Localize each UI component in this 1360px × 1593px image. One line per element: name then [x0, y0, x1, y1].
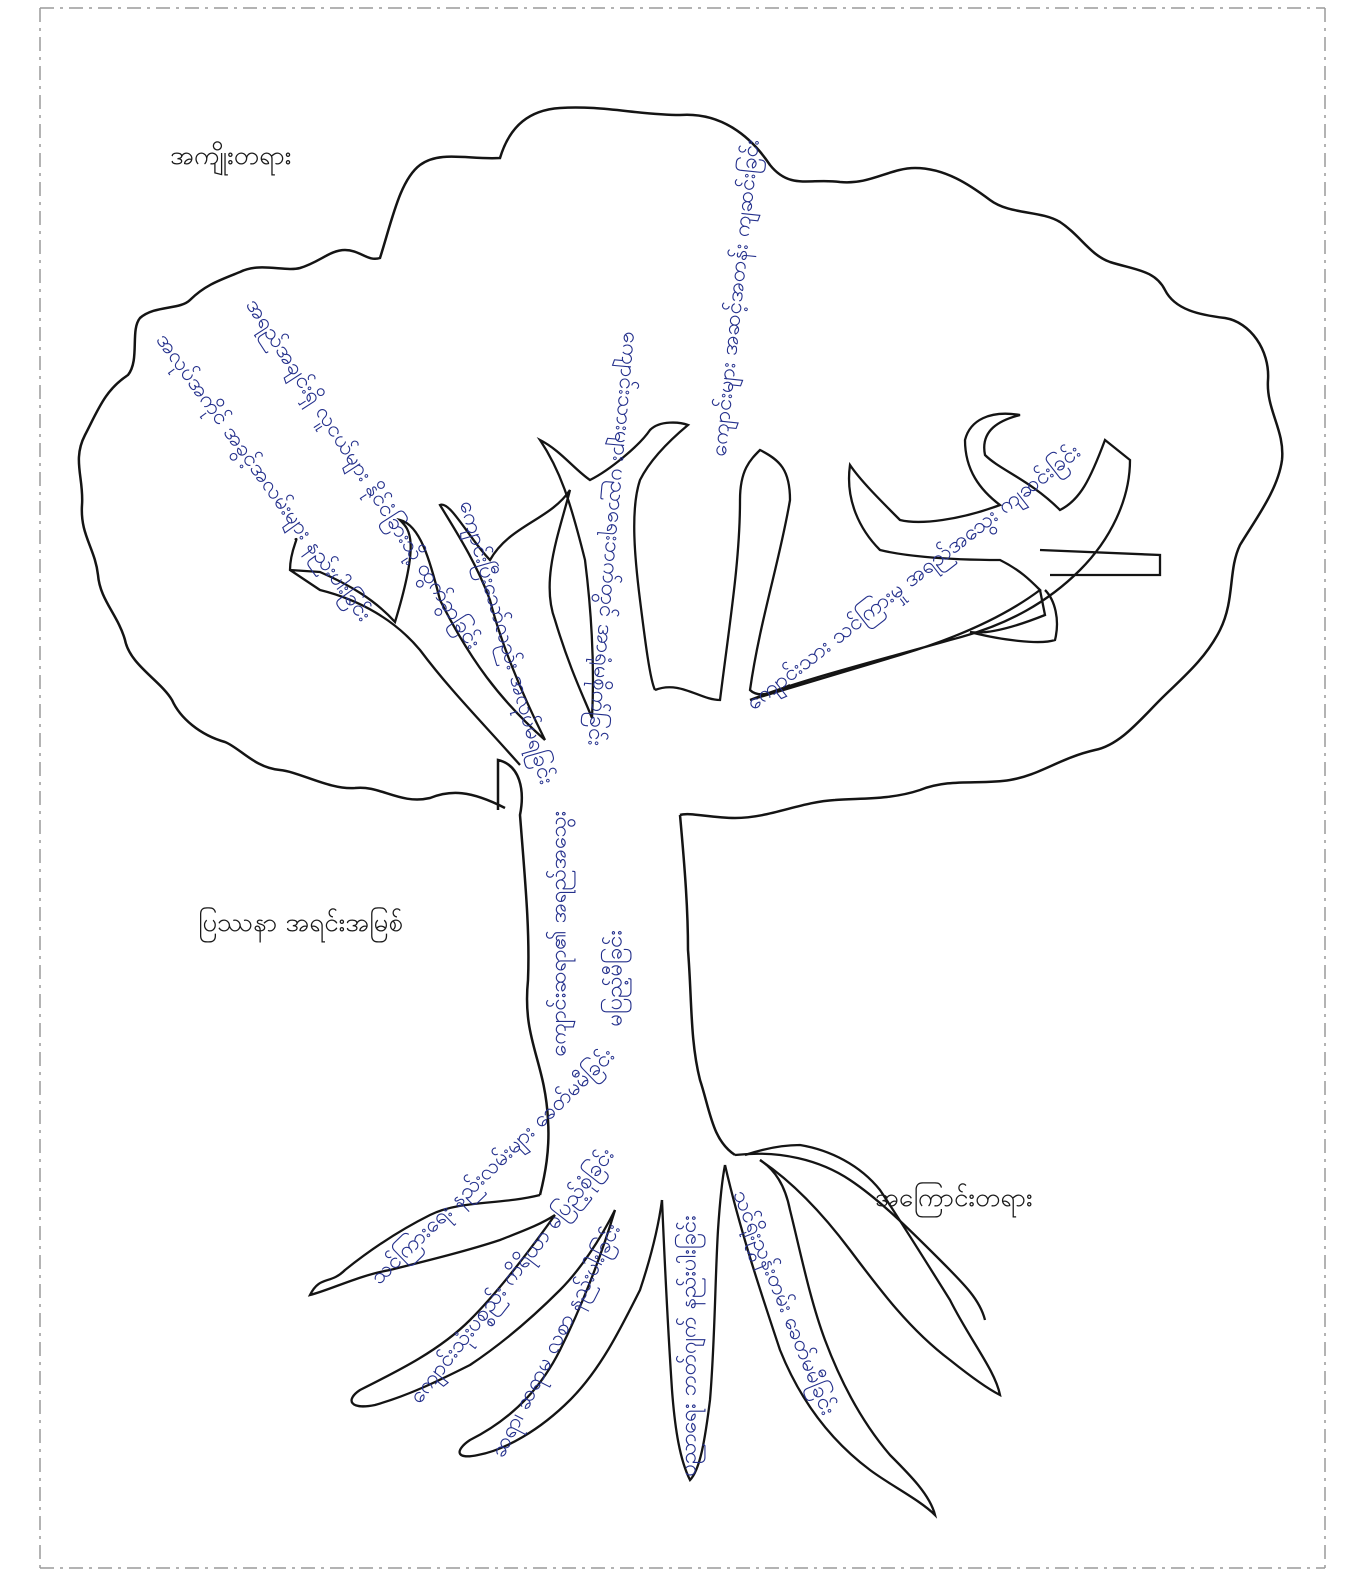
root-annotation-4: ပညာရေး ဘတ်ဂျက် နည်းပါးခြင်း [674, 1215, 707, 1476]
trunk-annotation-1: ကျောင်းဆရာ၏ အရည်အသွေး [544, 811, 577, 1057]
trunk-annotation-2: မပြည့်မီခြင်း [600, 930, 633, 1027]
branch-outline-4 [655, 450, 790, 700]
core-problem-label: ပြဿနာ အရင်းအမြစ် [198, 905, 403, 944]
branch-outline-6 [970, 550, 1160, 642]
causes-label: အကြောင်းတရား [875, 1180, 1033, 1219]
tree-trunk-right-edge [680, 815, 735, 1155]
effects-label: အကျိုးတရား [170, 138, 291, 177]
